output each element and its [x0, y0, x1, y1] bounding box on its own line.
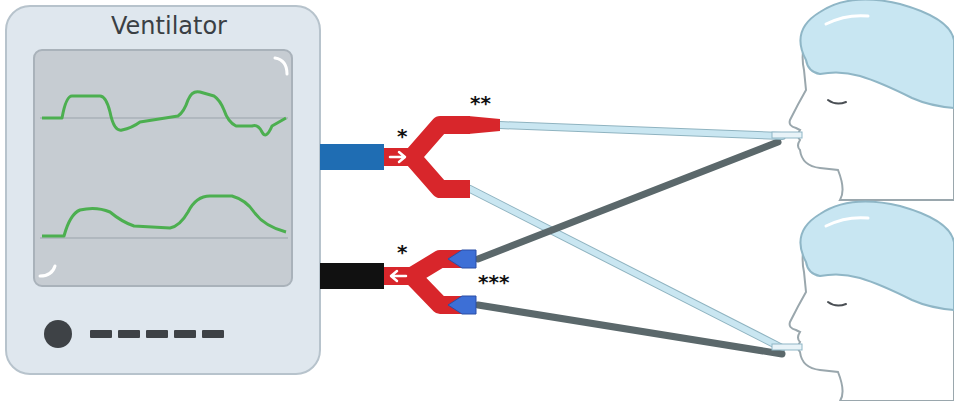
expiratory-port	[320, 263, 384, 289]
ventilator-housing	[6, 6, 320, 374]
device-box: Ventilator	[30, 12, 308, 48]
callout-mark: *	[397, 126, 407, 146]
control-knob	[44, 320, 72, 348]
device-title: Ventilator	[30, 12, 308, 40]
inspiratory-y-piece	[384, 116, 500, 189]
ventilator-screen	[34, 50, 292, 286]
filter-cone	[468, 116, 500, 134]
flow-waveform	[42, 196, 286, 236]
buttons	[90, 330, 224, 338]
callout-mark: **	[470, 93, 491, 113]
screen-glare	[40, 266, 55, 276]
one-way-valve	[448, 250, 476, 268]
callout-mark: ***	[478, 272, 509, 292]
pressure-waveform	[42, 92, 286, 135]
callout-mark: *	[397, 242, 407, 262]
patient-head	[772, 0, 954, 200]
patient-head	[772, 202, 954, 401]
one-way-valve	[448, 296, 476, 314]
inspiratory-port	[320, 144, 384, 170]
tubing	[470, 125, 782, 354]
baseline	[40, 238, 288, 239]
screen-glare	[275, 58, 287, 74]
